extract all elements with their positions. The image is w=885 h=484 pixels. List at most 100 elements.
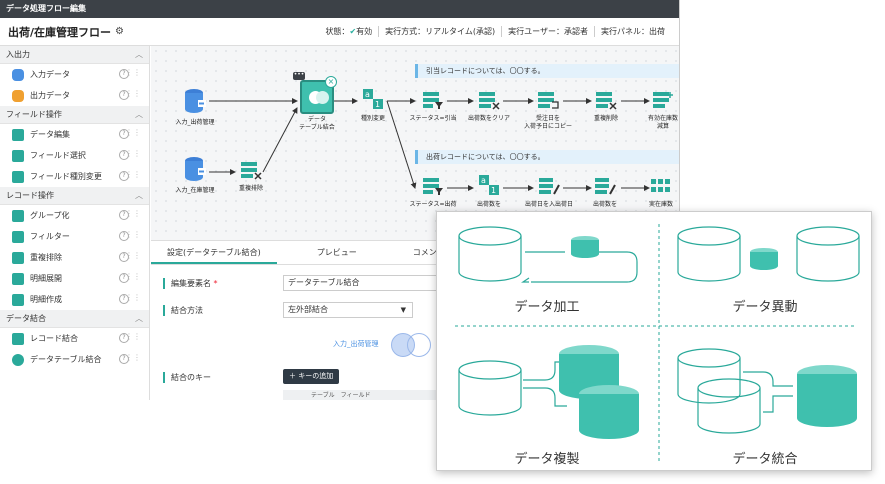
window-title: データ処理フロー編集 <box>0 0 679 18</box>
drag-handle-icon[interactable]: ⋮⋮ <box>125 170 141 179</box>
more-icon[interactable]: ••• <box>293 71 305 80</box>
dedup-icon <box>596 92 617 110</box>
palette-item-expand[interactable]: 明細展開?⋮⋮ <box>0 268 149 289</box>
node-input-stock[interactable]: 入力_在庫管理 <box>169 156 221 195</box>
node-ship-qty2[interactable]: 出荷数を <box>583 176 627 209</box>
node-input-shipping[interactable]: 入力_出荷管理 <box>169 88 221 127</box>
help-icon[interactable]: ? <box>119 150 129 160</box>
caption-data-replication: データ複製 <box>514 452 580 467</box>
flow-canvas[interactable]: 引当レコードについては、〇〇する。 出荷レコードについては、〇〇する。 入力_出… <box>151 46 679 240</box>
palette-item-type[interactable]: フィールド種別変更?⋮⋮ <box>0 166 149 187</box>
node-copy-date[interactable]: 受注日を 入荷予日にコピー <box>519 90 577 131</box>
node-label: 出荷数を <box>476 201 501 208</box>
required-mark: * <box>211 279 218 288</box>
node-status-alloc[interactable]: ステータス=引当 <box>405 90 461 123</box>
palette-item-group[interactable]: グループ化?⋮⋮ <box>0 205 149 226</box>
palette-item-filter[interactable]: フィルター?⋮⋮ <box>0 226 149 247</box>
help-icon[interactable]: ? <box>119 252 129 262</box>
check-icon: ✔ <box>349 27 357 36</box>
database-icon <box>12 68 24 81</box>
palette-item-dedup[interactable]: 重複排除?⋮⋮ <box>0 247 149 268</box>
create-icon <box>12 293 24 306</box>
node-ship-date[interactable]: 出荷日を入出荷日 <box>521 176 577 209</box>
palette-item-label: データ編集 <box>30 130 70 139</box>
node-stock-subtract[interactable]: 有効在庫数 減算 <box>641 90 679 131</box>
help-icon[interactable]: ? <box>119 90 129 100</box>
filter-icon <box>12 230 24 243</box>
help-icon[interactable]: ? <box>119 129 129 139</box>
label-text: 編集要素名 <box>171 279 211 288</box>
edit-icon <box>595 178 616 195</box>
status-indicator: 状態：✔有効 <box>319 26 378 37</box>
drag-handle-icon[interactable]: ⋮⋮ <box>125 293 141 302</box>
section-io[interactable]: 入出力︿ <box>0 46 149 64</box>
node-dedup-2[interactable]: 重複削除 <box>585 90 627 123</box>
exec-user: 実行ユーザー：承認者 <box>501 26 594 37</box>
gear-icon[interactable]: ⚙ <box>115 26 124 37</box>
join-method-select[interactable]: 左外部結合▼ <box>283 302 413 318</box>
close-icon[interactable]: × <box>325 76 337 88</box>
chevron-up-icon[interactable]: ︿ <box>135 191 143 200</box>
palette-item-label: 出力データ <box>30 91 70 100</box>
drag-handle-icon[interactable]: ⋮⋮ <box>125 251 141 260</box>
section-record[interactable]: レコード操作︿ <box>0 187 149 205</box>
drag-handle-icon[interactable]: ⋮⋮ <box>125 230 141 239</box>
node-label: 有効在庫数 <box>647 115 678 122</box>
palette-item-label: 明細展開 <box>30 274 62 283</box>
flow-header: 出荷/在庫管理フロー ⚙ 状態：✔有効 実行方式：リアルタイム(承認) 実行ユー… <box>0 18 679 46</box>
caption-data-processing: データ加工 <box>514 300 580 315</box>
tab-settings[interactable]: 設定(データテーブル結合) <box>151 241 277 264</box>
palette-item-table-join[interactable]: データテーブル結合?⋮⋮ <box>0 349 149 370</box>
section-join[interactable]: データ結合︿ <box>0 310 149 328</box>
drag-handle-icon[interactable]: ⋮⋮ <box>125 209 141 218</box>
palette-item-create[interactable]: 明細作成?⋮⋮ <box>0 289 149 310</box>
drag-handle-icon[interactable]: ⋮⋮ <box>125 353 141 362</box>
venn-right-icon[interactable] <box>407 333 431 357</box>
chevron-up-icon[interactable]: ︿ <box>135 314 143 323</box>
palette-item-edit[interactable]: データ編集?⋮⋮ <box>0 124 149 145</box>
node-dedup-1[interactable]: 重複排除 <box>231 160 271 193</box>
type-change-icon: a1 <box>363 89 383 109</box>
drag-handle-icon[interactable]: ⋮⋮ <box>125 272 141 281</box>
node-stock-calc[interactable]: 実在庫数 <box>641 176 679 209</box>
chevron-up-icon[interactable]: ︿ <box>135 110 143 119</box>
tab-preview[interactable]: プレビュー <box>316 248 357 257</box>
annotation-banner[interactable]: 引当レコードについては、〇〇する。 <box>415 64 679 78</box>
palette-item-record-join[interactable]: レコード結合?⋮⋮ <box>0 328 149 349</box>
help-icon[interactable]: ? <box>119 273 129 283</box>
flow-status: 状態：✔有効 実行方式：リアルタイム(承認) 実行ユーザー：承認者 実行パネル：… <box>319 26 671 37</box>
tab-comment[interactable]: コメント <box>412 248 445 257</box>
node-clear-qty[interactable]: 出荷数をクリア <box>463 90 515 123</box>
palette-item-select[interactable]: フィールド選択?⋮⋮ <box>0 145 149 166</box>
help-icon[interactable]: ? <box>119 69 129 79</box>
help-icon[interactable]: ? <box>119 354 129 364</box>
add-key-button[interactable]: ＋ キーの追加 <box>283 369 340 384</box>
help-icon[interactable]: ? <box>119 171 129 181</box>
drag-handle-icon[interactable]: ⋮⋮ <box>125 332 141 341</box>
svg-text:1: 1 <box>491 186 496 195</box>
drag-handle-icon[interactable]: ⋮⋮ <box>125 149 141 158</box>
annotation-banner[interactable]: 出荷レコードについては、〇〇する。 <box>415 150 679 164</box>
node-label: データ <box>307 116 326 123</box>
help-icon[interactable]: ? <box>119 294 129 304</box>
palette-item-output[interactable]: 出力データ?⋮⋮ <box>0 85 149 106</box>
node-table-join[interactable]: データ テーブル結合 × ••• <box>293 72 339 132</box>
help-icon[interactable]: ? <box>119 231 129 241</box>
drag-handle-icon[interactable]: ⋮⋮ <box>125 128 141 137</box>
help-icon[interactable]: ? <box>119 210 129 220</box>
palette-item-input[interactable]: 入力データ?⋮⋮ <box>0 64 149 85</box>
node-status-ship[interactable]: ステータス=出荷 <box>405 176 461 209</box>
node-label: ステータス=引当 <box>409 115 457 122</box>
table-join-icon <box>12 353 24 366</box>
section-field[interactable]: フィールド操作︿ <box>0 106 149 124</box>
node-label: 受注日を <box>535 115 560 122</box>
chevron-down-icon: ▼ <box>400 306 406 314</box>
drag-handle-icon[interactable]: ⋮⋮ <box>125 89 141 98</box>
node-label: 種別変更 <box>360 115 385 122</box>
chevron-up-icon[interactable]: ︿ <box>135 50 143 59</box>
help-icon[interactable]: ? <box>119 333 129 343</box>
drag-handle-icon[interactable]: ⋮⋮ <box>125 68 141 77</box>
element-name-input[interactable]: データテーブル結合 <box>283 275 443 291</box>
